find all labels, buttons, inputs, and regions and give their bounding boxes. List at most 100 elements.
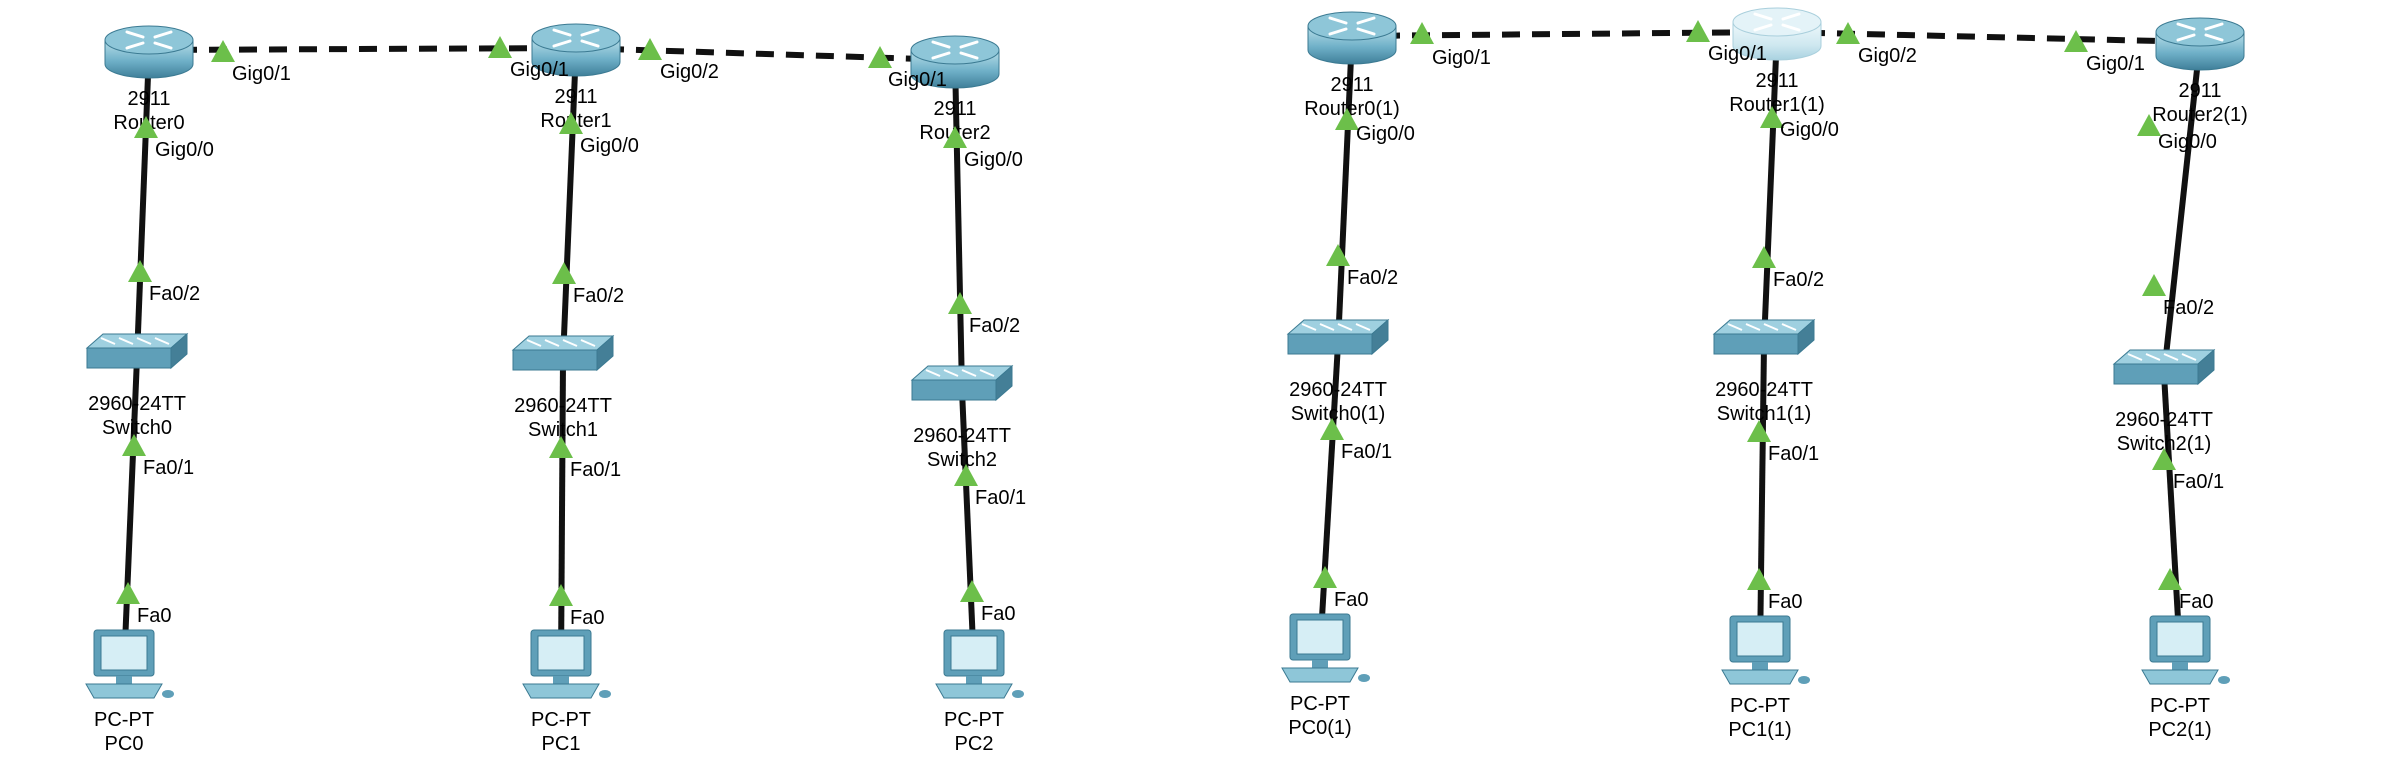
port-status-triangle-icon bbox=[2158, 568, 2182, 590]
port-label: Fa0 bbox=[2179, 591, 2213, 613]
device-name-label: PC2 bbox=[955, 733, 994, 755]
port-status-triangle-icon bbox=[1320, 418, 1344, 440]
port-status-triangle-icon bbox=[1747, 568, 1771, 590]
dashed-link[interactable] bbox=[575, 45, 956, 63]
switch-icon bbox=[910, 364, 1014, 402]
router-icon bbox=[1307, 11, 1397, 65]
pc-icon bbox=[935, 629, 1024, 699]
port-label: Gig0/1 bbox=[888, 69, 947, 91]
port-status-triangle-icon bbox=[1410, 22, 1434, 44]
port-label: Fa0 bbox=[1768, 591, 1802, 613]
port-status-triangle-icon bbox=[1313, 566, 1337, 588]
port-label: Fa0/2 bbox=[2163, 297, 2214, 319]
cable-link[interactable] bbox=[2161, 41, 2203, 375]
port-label: Fa0 bbox=[570, 607, 604, 629]
cable-link[interactable] bbox=[1761, 31, 1780, 345]
port-status-triangle-icon bbox=[638, 38, 662, 60]
port-label: Gig0/0 bbox=[1356, 123, 1415, 145]
device-model-label: PC-PT bbox=[2150, 695, 2210, 717]
router-icon bbox=[910, 35, 1000, 89]
device-name-label: Router2(1) bbox=[2152, 104, 2248, 126]
switch-icon bbox=[511, 334, 615, 372]
switch-icon bbox=[1712, 318, 1816, 356]
port-status-triangle-icon bbox=[2064, 30, 2088, 52]
devices-layer: 2911Router02911Router12911Router22960-24… bbox=[85, 7, 2248, 755]
port-status-triangle-icon bbox=[1836, 22, 1860, 44]
port-label: Gig0/1 bbox=[2086, 53, 2145, 75]
port-status-triangle-icon bbox=[1326, 244, 1350, 266]
port-status-triangle-icon bbox=[948, 292, 972, 314]
port-status-triangle-icon bbox=[122, 434, 146, 456]
cable-link[interactable] bbox=[134, 49, 152, 359]
pc-icon bbox=[1721, 615, 1810, 685]
device-name-label: PC0 bbox=[105, 733, 144, 755]
cable-link[interactable] bbox=[1317, 343, 1341, 653]
device-model-label: 2960-24TT bbox=[1715, 379, 1813, 401]
device-model-label: 2911 bbox=[127, 88, 170, 110]
port-label: Gig0/1 bbox=[510, 59, 569, 81]
port-label: Fa0 bbox=[1334, 589, 1368, 611]
port-status-triangle-icon bbox=[211, 40, 235, 62]
port-status-triangle-icon bbox=[1760, 106, 1784, 128]
device-model-label: 2960-24TT bbox=[1289, 379, 1387, 401]
port-label: Gig0/0 bbox=[2158, 131, 2217, 153]
dashed-link[interactable] bbox=[148, 45, 577, 53]
router-icon bbox=[2155, 17, 2245, 71]
cable-link[interactable] bbox=[1757, 343, 1767, 655]
port-label: Gig0/2 bbox=[660, 61, 719, 83]
port-status-triangle-icon bbox=[549, 436, 573, 458]
cable-link[interactable] bbox=[959, 389, 977, 669]
cable-link[interactable] bbox=[952, 59, 965, 391]
cable-link[interactable] bbox=[2161, 373, 2183, 655]
port-label: Fa0 bbox=[981, 603, 1015, 625]
port-status-triangle-icon bbox=[943, 126, 967, 148]
device-model-label: 2960-24TT bbox=[2115, 409, 2213, 431]
cable-link[interactable] bbox=[558, 359, 566, 669]
device-name-label: Router0(1) bbox=[1304, 98, 1400, 120]
port-status-triangle-icon bbox=[1747, 420, 1771, 442]
cable-link[interactable] bbox=[121, 357, 140, 669]
device-name-label: Switch0 bbox=[102, 417, 172, 439]
device-model-label: 2911 bbox=[554, 86, 597, 108]
port-status-triangle-icon bbox=[559, 112, 583, 134]
port-label: Fa0/1 bbox=[1341, 441, 1392, 463]
port-status-triangle-icon bbox=[868, 46, 892, 68]
port-status-triangle-icon bbox=[1686, 20, 1710, 42]
port-status-triangle-icon bbox=[960, 580, 984, 602]
device-name-label: Switch1(1) bbox=[1717, 403, 1811, 425]
links-layer bbox=[121, 29, 2203, 669]
cable-link[interactable] bbox=[560, 47, 579, 361]
device-name-label: Router1 bbox=[540, 110, 611, 132]
router-icon bbox=[104, 25, 194, 79]
device-model-label: 2911 bbox=[1755, 70, 1798, 92]
port-label: Fa0/1 bbox=[143, 457, 194, 479]
cable-link[interactable] bbox=[1335, 35, 1355, 345]
port-status-triangle-icon bbox=[1335, 108, 1359, 130]
port-label: Gig0/0 bbox=[1780, 119, 1839, 141]
device-name-label: Switch1 bbox=[528, 419, 598, 441]
port-status-triangle-icon bbox=[954, 464, 978, 486]
port-label: Fa0/2 bbox=[1773, 269, 1824, 291]
device-model-label: PC-PT bbox=[94, 709, 154, 731]
device-name-label: Switch2(1) bbox=[2117, 433, 2211, 455]
port-label: Gig0/1 bbox=[232, 63, 291, 85]
